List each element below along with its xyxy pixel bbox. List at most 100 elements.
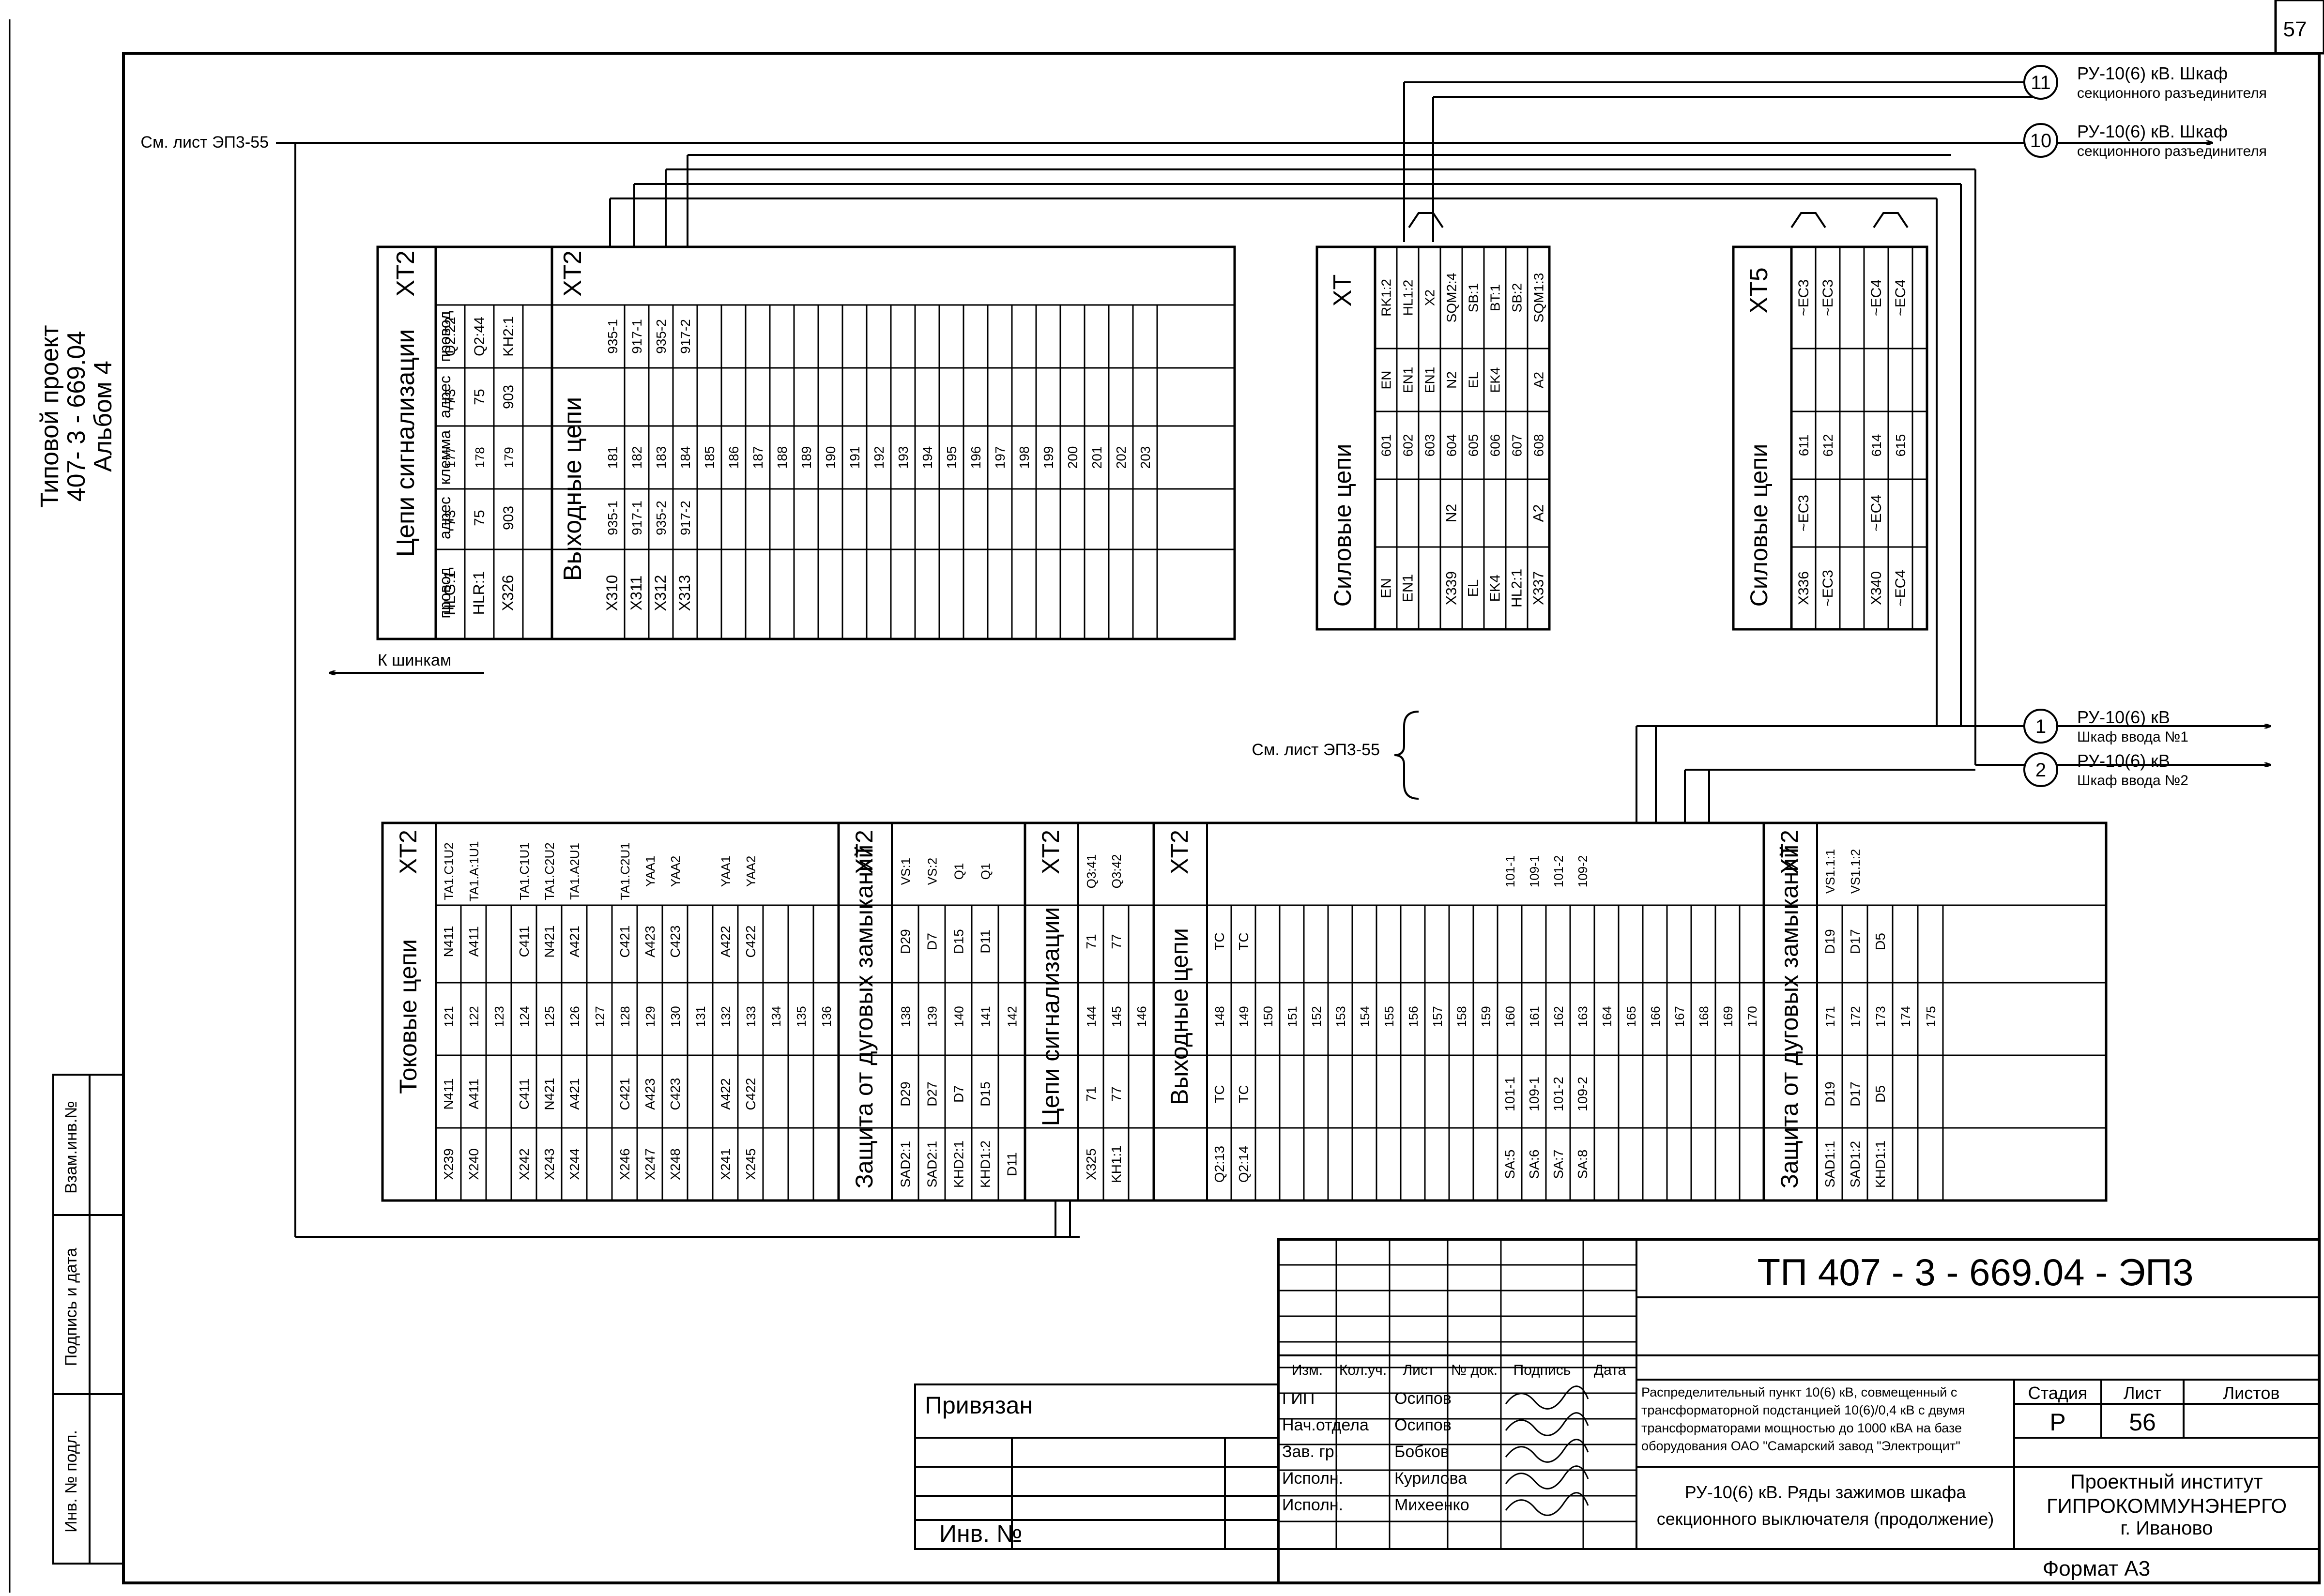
section-title: Защита от дуговых замыканий <box>1776 845 1803 1188</box>
terminal-column: 153 <box>1333 905 1353 1201</box>
terminal-cell: KHD1:1 <box>1873 1140 1888 1188</box>
terminal-column: 200 <box>1065 305 1086 639</box>
terminal-column: 185 <box>702 305 722 639</box>
terminal-column: 198 <box>1017 305 1037 639</box>
terminal-cell: 132 <box>719 1006 733 1027</box>
left-title-cells <box>914 1383 1279 1550</box>
signature-scribble <box>1505 1465 1589 1490</box>
terminal-cell: 158 <box>1454 1006 1469 1027</box>
terminal-column: 134 <box>769 905 789 1201</box>
terminal-cell: D19 <box>1822 929 1837 954</box>
destination-number: 1 <box>2035 716 2046 737</box>
terminal-cell: SA:7 <box>1551 1150 1566 1179</box>
stamp-podpis-label: Подпись и дата <box>62 1248 80 1367</box>
terminal-cell: Q1 <box>952 863 966 880</box>
terminal-cell: SA:5 <box>1502 1150 1517 1179</box>
terminal-cell: A411 <box>466 926 481 957</box>
terminal-cell: 123 <box>492 1006 506 1027</box>
see-sheet-mid: См. лист ЭП3-55 <box>1252 741 1380 759</box>
stamp-inv-label: Инв. № подл. <box>62 1430 80 1533</box>
terminal-cell: C423 <box>668 1078 683 1110</box>
title-grid-header: Кол.уч. <box>1339 1362 1387 1378</box>
terminal-cell: 127 <box>593 1006 607 1027</box>
destination-line2: Шкаф ввода №1 <box>2077 729 2188 745</box>
terminal-cell: 190 <box>823 446 838 469</box>
terminal-cell: 605 <box>1466 434 1481 457</box>
terminal-cell: 163 <box>1575 1006 1590 1027</box>
destination-line1: РУ-10(6) кВ. Шкаф <box>2077 122 2228 141</box>
signal-title: Цепи сигнализации <box>392 329 420 557</box>
destination-circle <box>2023 709 2058 744</box>
terminal-cell: D15 <box>951 929 966 954</box>
terminal-cell: BT:1 <box>1488 284 1503 311</box>
terminal-cell: 77 <box>1109 934 1124 949</box>
destination-line2: секционного разъединителя <box>2077 85 2267 101</box>
terminal-cell: 173 <box>1873 1006 1888 1027</box>
terminal-cell: X2 <box>1422 289 1437 306</box>
signal-xt-label: XT2 <box>392 250 420 296</box>
terminal-cell: KHD2:1 <box>951 1140 966 1188</box>
power-title-2: Силовые цепи <box>1745 444 1773 607</box>
terminal-cell: Q2:14 <box>1236 1146 1251 1183</box>
to-buses-label: К шинкам <box>378 651 451 669</box>
see-sheet-top: См. лист ЭП3-55 <box>140 133 269 152</box>
terminal-cell: 185 <box>702 446 717 469</box>
terminal-cell: 903 <box>501 506 517 530</box>
terminal-cell: 161 <box>1527 1006 1542 1027</box>
terminal-cell: 198 <box>1017 446 1032 469</box>
terminal-cell: 73 <box>443 510 459 526</box>
section-xt-label: XT2 <box>851 830 878 874</box>
terminal-cell: 194 <box>920 446 935 469</box>
terminal-cell: 156 <box>1406 1006 1421 1027</box>
signal-header: адрес <box>436 376 454 418</box>
terminal-cell: Q3:42 <box>1109 854 1124 889</box>
terminal-cell: HLG:1 <box>441 571 459 615</box>
terminal-cell: 182 <box>629 446 644 469</box>
org-line3: г. Иваново <box>2120 1518 2213 1539</box>
terminal-cell: A423 <box>642 926 657 957</box>
terminal-column: 175 <box>1924 905 1944 1201</box>
terminal-cell: 193 <box>896 446 911 469</box>
terminal-cell: SQM1:3 <box>1531 273 1546 323</box>
terminal-cell: X336 <box>1796 571 1812 605</box>
terminal-cell: X241 <box>718 1148 733 1180</box>
terminal-cell: N421 <box>542 1078 557 1110</box>
terminal-cell: 157 <box>1430 1006 1445 1027</box>
terminal-cell: 149 <box>1237 1006 1251 1027</box>
terminal-cell: X313 <box>676 575 693 611</box>
terminal-cell: SAD1:2 <box>1848 1141 1863 1188</box>
terminal-cell: X340 <box>1868 571 1884 605</box>
terminal-column: 194 <box>920 305 940 639</box>
section-title: Выходные цепи <box>1166 928 1193 1105</box>
terminal-cell: KHD1:2 <box>978 1140 993 1188</box>
terminal-cell: X246 <box>617 1148 632 1180</box>
terminal-cell: 935-2 <box>654 501 669 535</box>
terminal-column: 151 <box>1285 905 1305 1201</box>
terminal-column: 170 <box>1745 905 1765 1201</box>
terminal-cell: TA1.A2U1 <box>567 843 582 900</box>
terminal-cell: D11 <box>1005 1152 1020 1176</box>
terminal-column: 152 <box>1309 905 1329 1201</box>
person-role: ГИП <box>1282 1389 1315 1408</box>
side-title-line2: 407- 3 - 669.04 <box>62 331 91 502</box>
terminal-cell: SQM2:4 <box>1444 273 1459 323</box>
terminal-cell: 202 <box>1114 446 1129 469</box>
terminal-cell: X243 <box>542 1148 557 1180</box>
terminal-column: 169 <box>1721 905 1741 1201</box>
terminal-cell: TC <box>1212 932 1227 950</box>
terminal-cell: YAA2 <box>668 856 683 887</box>
terminal-column: 167 <box>1672 905 1692 1201</box>
terminal-cell: 917-2 <box>678 501 693 535</box>
terminal-cell: TA1.C1U1 <box>517 842 532 900</box>
